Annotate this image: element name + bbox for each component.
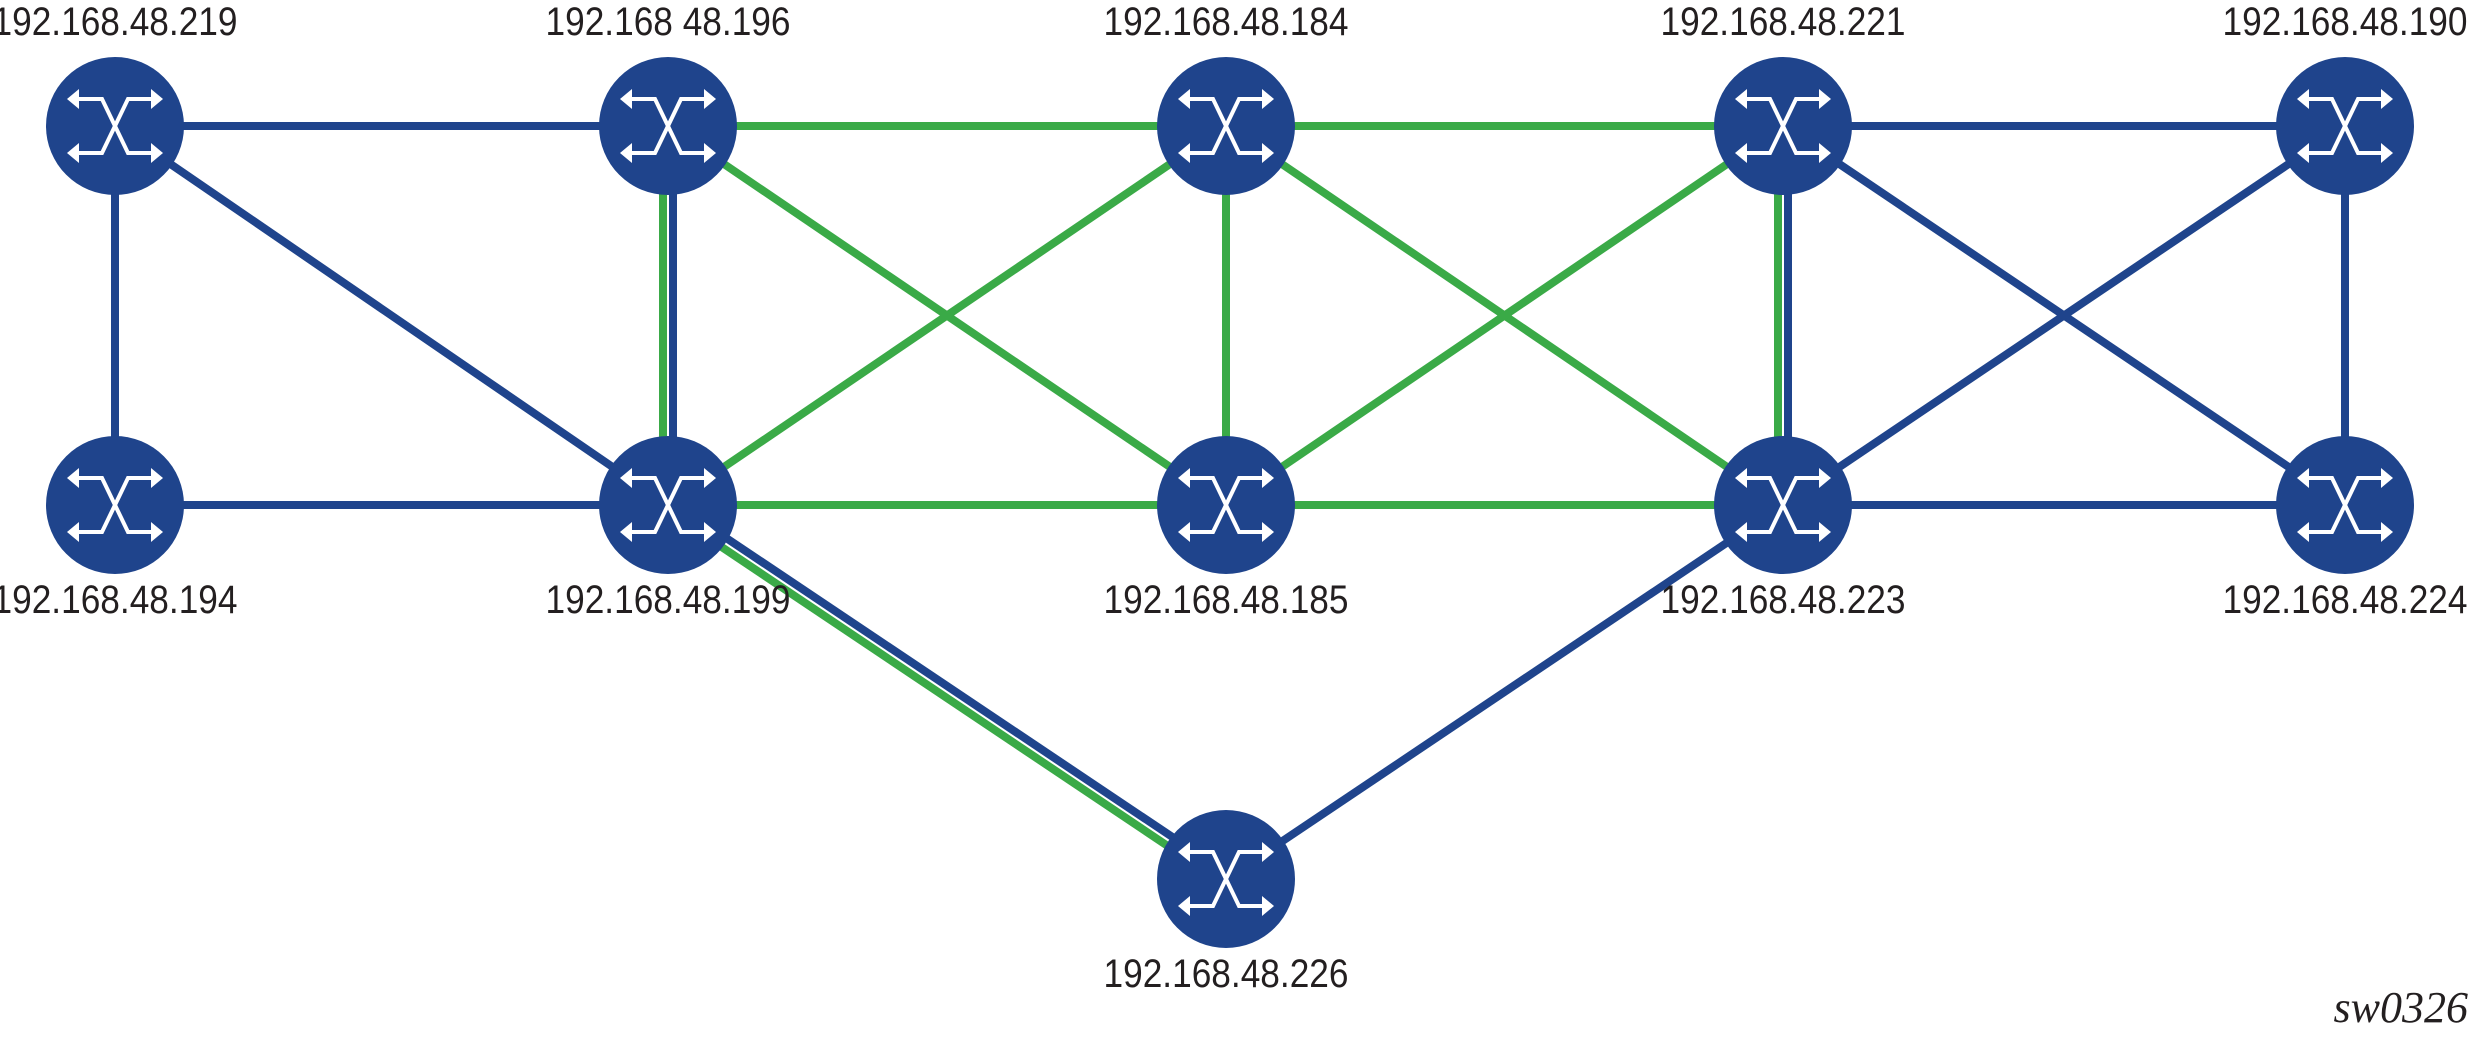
node-label-223: 192.168.48.223 (1661, 578, 1906, 622)
node-label-226: 192.168.48.226 (1104, 952, 1349, 996)
link-blue-219-199 (112, 122, 671, 509)
switch-icon (1178, 842, 1274, 916)
switch-node-185[interactable] (1157, 436, 1295, 574)
node-label-199: 192.168.48.199 (546, 578, 791, 622)
nodes-layer: 192.168.48.219 192.168 48.196 192.168.48.1… (0, 0, 2468, 996)
node-label-194: 192.168.48.194 (0, 578, 238, 622)
switch-icon (1178, 468, 1274, 542)
link-blue-223-226 (1223, 501, 1786, 883)
switch-node-199[interactable] (599, 436, 737, 574)
switch-node-196[interactable] (599, 57, 737, 195)
switch-icon (2297, 468, 2393, 542)
node-label-190: 192.168.48.190 (2223, 0, 2468, 44)
switch-icon (620, 89, 716, 163)
switch-icon (67, 468, 163, 542)
node-label-221: 192.168.48.221 (1661, 0, 1906, 44)
link-blue-190-223 (1780, 122, 2348, 509)
switch-node-224[interactable] (2276, 436, 2414, 574)
link-green-199-226 (662, 505, 1226, 887)
switch-icon (2297, 89, 2393, 163)
switch-icon (1735, 468, 1831, 542)
node-label-219: 192.168.48.219 (0, 0, 238, 44)
switch-node-219[interactable] (46, 57, 184, 195)
node-label-196: 192.168 48.196 (546, 0, 791, 44)
node-label-224: 192.168.48.224 (2223, 578, 2468, 622)
switch-node-184[interactable] (1157, 57, 1295, 195)
link-blue-199-226 (668, 497, 1232, 879)
switch-icon (1178, 89, 1274, 163)
switch-icon (67, 89, 163, 163)
switch-node-221[interactable] (1714, 57, 1852, 195)
figure-id: sw0326 (2334, 983, 2468, 1032)
link-green-184-199 (665, 122, 1229, 509)
switch-node-223[interactable] (1714, 436, 1852, 574)
switch-node-226[interactable] (1157, 810, 1295, 948)
switch-node-194[interactable] (46, 436, 184, 574)
node-label-184: 192.168.48.184 (1104, 0, 1349, 44)
link-green-221-185 (1223, 122, 1786, 509)
switch-node-190[interactable] (2276, 57, 2414, 195)
switch-icon (620, 468, 716, 542)
switch-icon (1735, 89, 1831, 163)
node-label-185: 192.168.48.185 (1104, 578, 1349, 622)
